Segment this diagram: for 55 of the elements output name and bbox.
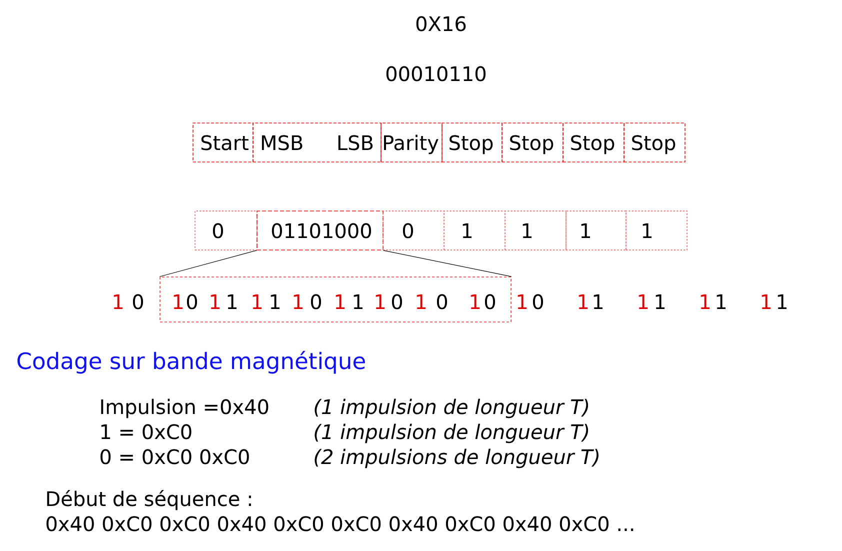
note-text: (1 impulsion de longueur T) [314, 398, 588, 418]
bit-value-box: 1 [504, 210, 566, 250]
binary-value-text: 00010110 [386, 66, 486, 82]
note-text: (1 impulsion de longueur T) [314, 424, 588, 444]
frame-field-box: Stop [562, 122, 624, 162]
section-heading: Codage sur bande magnétique [17, 350, 365, 374]
bit-digit: 1 [270, 294, 280, 309]
bit-digit: 1 [114, 294, 123, 309]
bit-digit: 1 [228, 294, 237, 309]
bit-digit: 1 [354, 294, 363, 309]
bit-digit: 1 [716, 294, 726, 309]
frame-field-box: Parity [380, 122, 442, 162]
bit-digit: 1 [336, 294, 345, 309]
bit-digit: 1 [470, 294, 480, 309]
bit-digit: 1 [578, 294, 588, 309]
bit-digit: 1 [518, 294, 527, 309]
bit-sequence-box [160, 276, 512, 322]
definition-text: 1 = 0xC0 [101, 424, 192, 440]
bit-digit: 1 [252, 294, 262, 309]
byte-sequence-text: 0x40 0xC0 0xC0 0x40 0xC0 0xC0 0x40 0xC0 0x40 0xC0 ... [46, 516, 634, 532]
bit-digit: 1 [762, 294, 771, 309]
bit-digit: 0 [532, 294, 544, 310]
zoom-line [159, 250, 257, 277]
bit-digit: 1 [210, 294, 220, 309]
bit-value-box: 01101000 [256, 210, 384, 250]
zoom-line [383, 250, 512, 277]
bit-digit: 1 [174, 294, 183, 309]
bit-digit: 1 [376, 294, 385, 309]
hex-value-text: 0X16 [416, 16, 466, 32]
note-text: (2 impulsions de longueur T) [314, 448, 598, 468]
bit-value-box: 0 [382, 210, 444, 250]
sequence-heading: Début de séquence : [47, 490, 251, 510]
bit-digit: 1 [594, 294, 603, 309]
bit-digit: 0 [484, 294, 496, 310]
bit-value-box: 0 [194, 210, 258, 250]
bit-value-box: 1 [444, 210, 506, 250]
bit-digit: 1 [294, 294, 303, 309]
frame-field-box: Stop [624, 122, 686, 162]
definition-text: Impulsion =0x40 [101, 398, 268, 418]
frame-field-box: Stop [502, 122, 564, 162]
bit-digit: 1 [638, 294, 648, 309]
frame-field-box: Stop [442, 122, 502, 162]
bit-digit: 1 [778, 294, 787, 309]
definition-text: 0 = 0xC0 0xC0 [100, 449, 249, 464]
frame-field-box: Start [192, 122, 254, 162]
bit-value-box: 1 [566, 210, 626, 250]
frame-field-box: MSB LSB [252, 122, 382, 162]
bit-digit: 0 [436, 294, 448, 310]
bit-value-box: 1 [626, 210, 688, 250]
bit-digit: 1 [416, 294, 426, 309]
bit-digit: 0 [310, 294, 322, 310]
bit-digit: 0 [186, 294, 198, 310]
bit-digit: 0 [392, 294, 402, 310]
bit-digit: 1 [656, 294, 665, 309]
bit-digit: 1 [700, 294, 710, 309]
